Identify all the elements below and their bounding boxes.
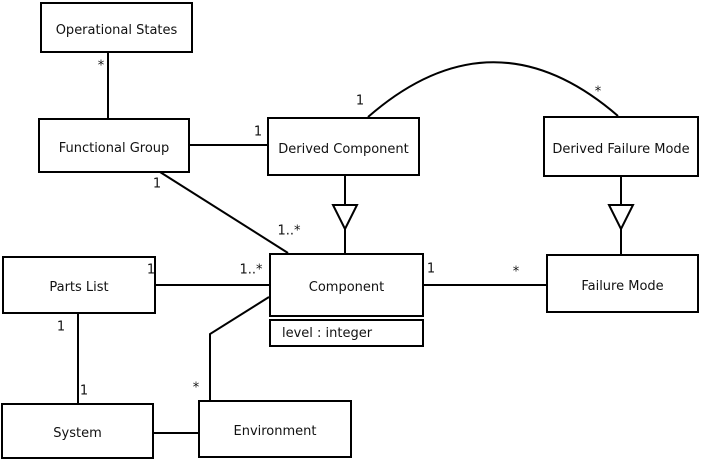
multiplicity-partslist-system: 1 [56, 319, 66, 335]
multiplicity-component-funcgroup: 1..* [277, 223, 301, 239]
class-failure-mode: Failure Mode [546, 254, 699, 313]
class-name: Derived Failure Mode [552, 141, 690, 157]
class-name: Component [308, 280, 385, 295]
multiplicity-derivedfailmode-arc: * [594, 84, 602, 100]
class-name: Failure Mode [581, 278, 664, 294]
multiplicity-derivedcomp-assoc: 1 [253, 124, 263, 140]
class-name: Parts List [49, 280, 109, 295]
edge-derivedcomp-derivedfailmode-arc [367, 61, 619, 118]
multiplicity-system: 1 [79, 383, 89, 399]
class-component-name-compartment: Component [269, 253, 424, 317]
multiplicity-derivedcomp-arc: 1 [355, 93, 365, 109]
multiplicity-component-partslist: 1..* [239, 262, 263, 278]
class-derived-component: Derived Component [267, 117, 420, 176]
generalization-triangle-icon [331, 204, 359, 232]
multiplicity-partslist: 1 [146, 262, 156, 278]
class-component-attribute-compartment: level : integer [269, 319, 424, 347]
edge-component-environment [209, 296, 270, 400]
class-parts-list: Parts List [2, 256, 156, 314]
class-name: Operational States [55, 22, 178, 38]
class-derived-failure-mode: Derived Failure Mode [543, 116, 699, 177]
generalization-triangle-icon [607, 204, 635, 232]
class-system: System [1, 403, 154, 459]
multiplicity-failmode: * [512, 264, 520, 280]
multiplicity-component-failmode: 1 [426, 261, 436, 277]
class-functional-group: Functional Group [38, 118, 190, 173]
multiplicity-funcgroup: 1 [152, 176, 162, 192]
class-name: Environment [233, 424, 317, 439]
class-environment: Environment [198, 400, 352, 458]
multiplicity-opstates: * [97, 58, 105, 74]
class-attribute: level : integer [282, 325, 373, 341]
class-operational-states: Operational States [40, 2, 193, 53]
edge-funcgroup-component [159, 171, 289, 254]
class-name: Functional Group [58, 140, 170, 156]
class-name: Derived Component [278, 141, 409, 157]
multiplicity-environment: * [192, 380, 200, 396]
class-name: System [53, 426, 102, 441]
